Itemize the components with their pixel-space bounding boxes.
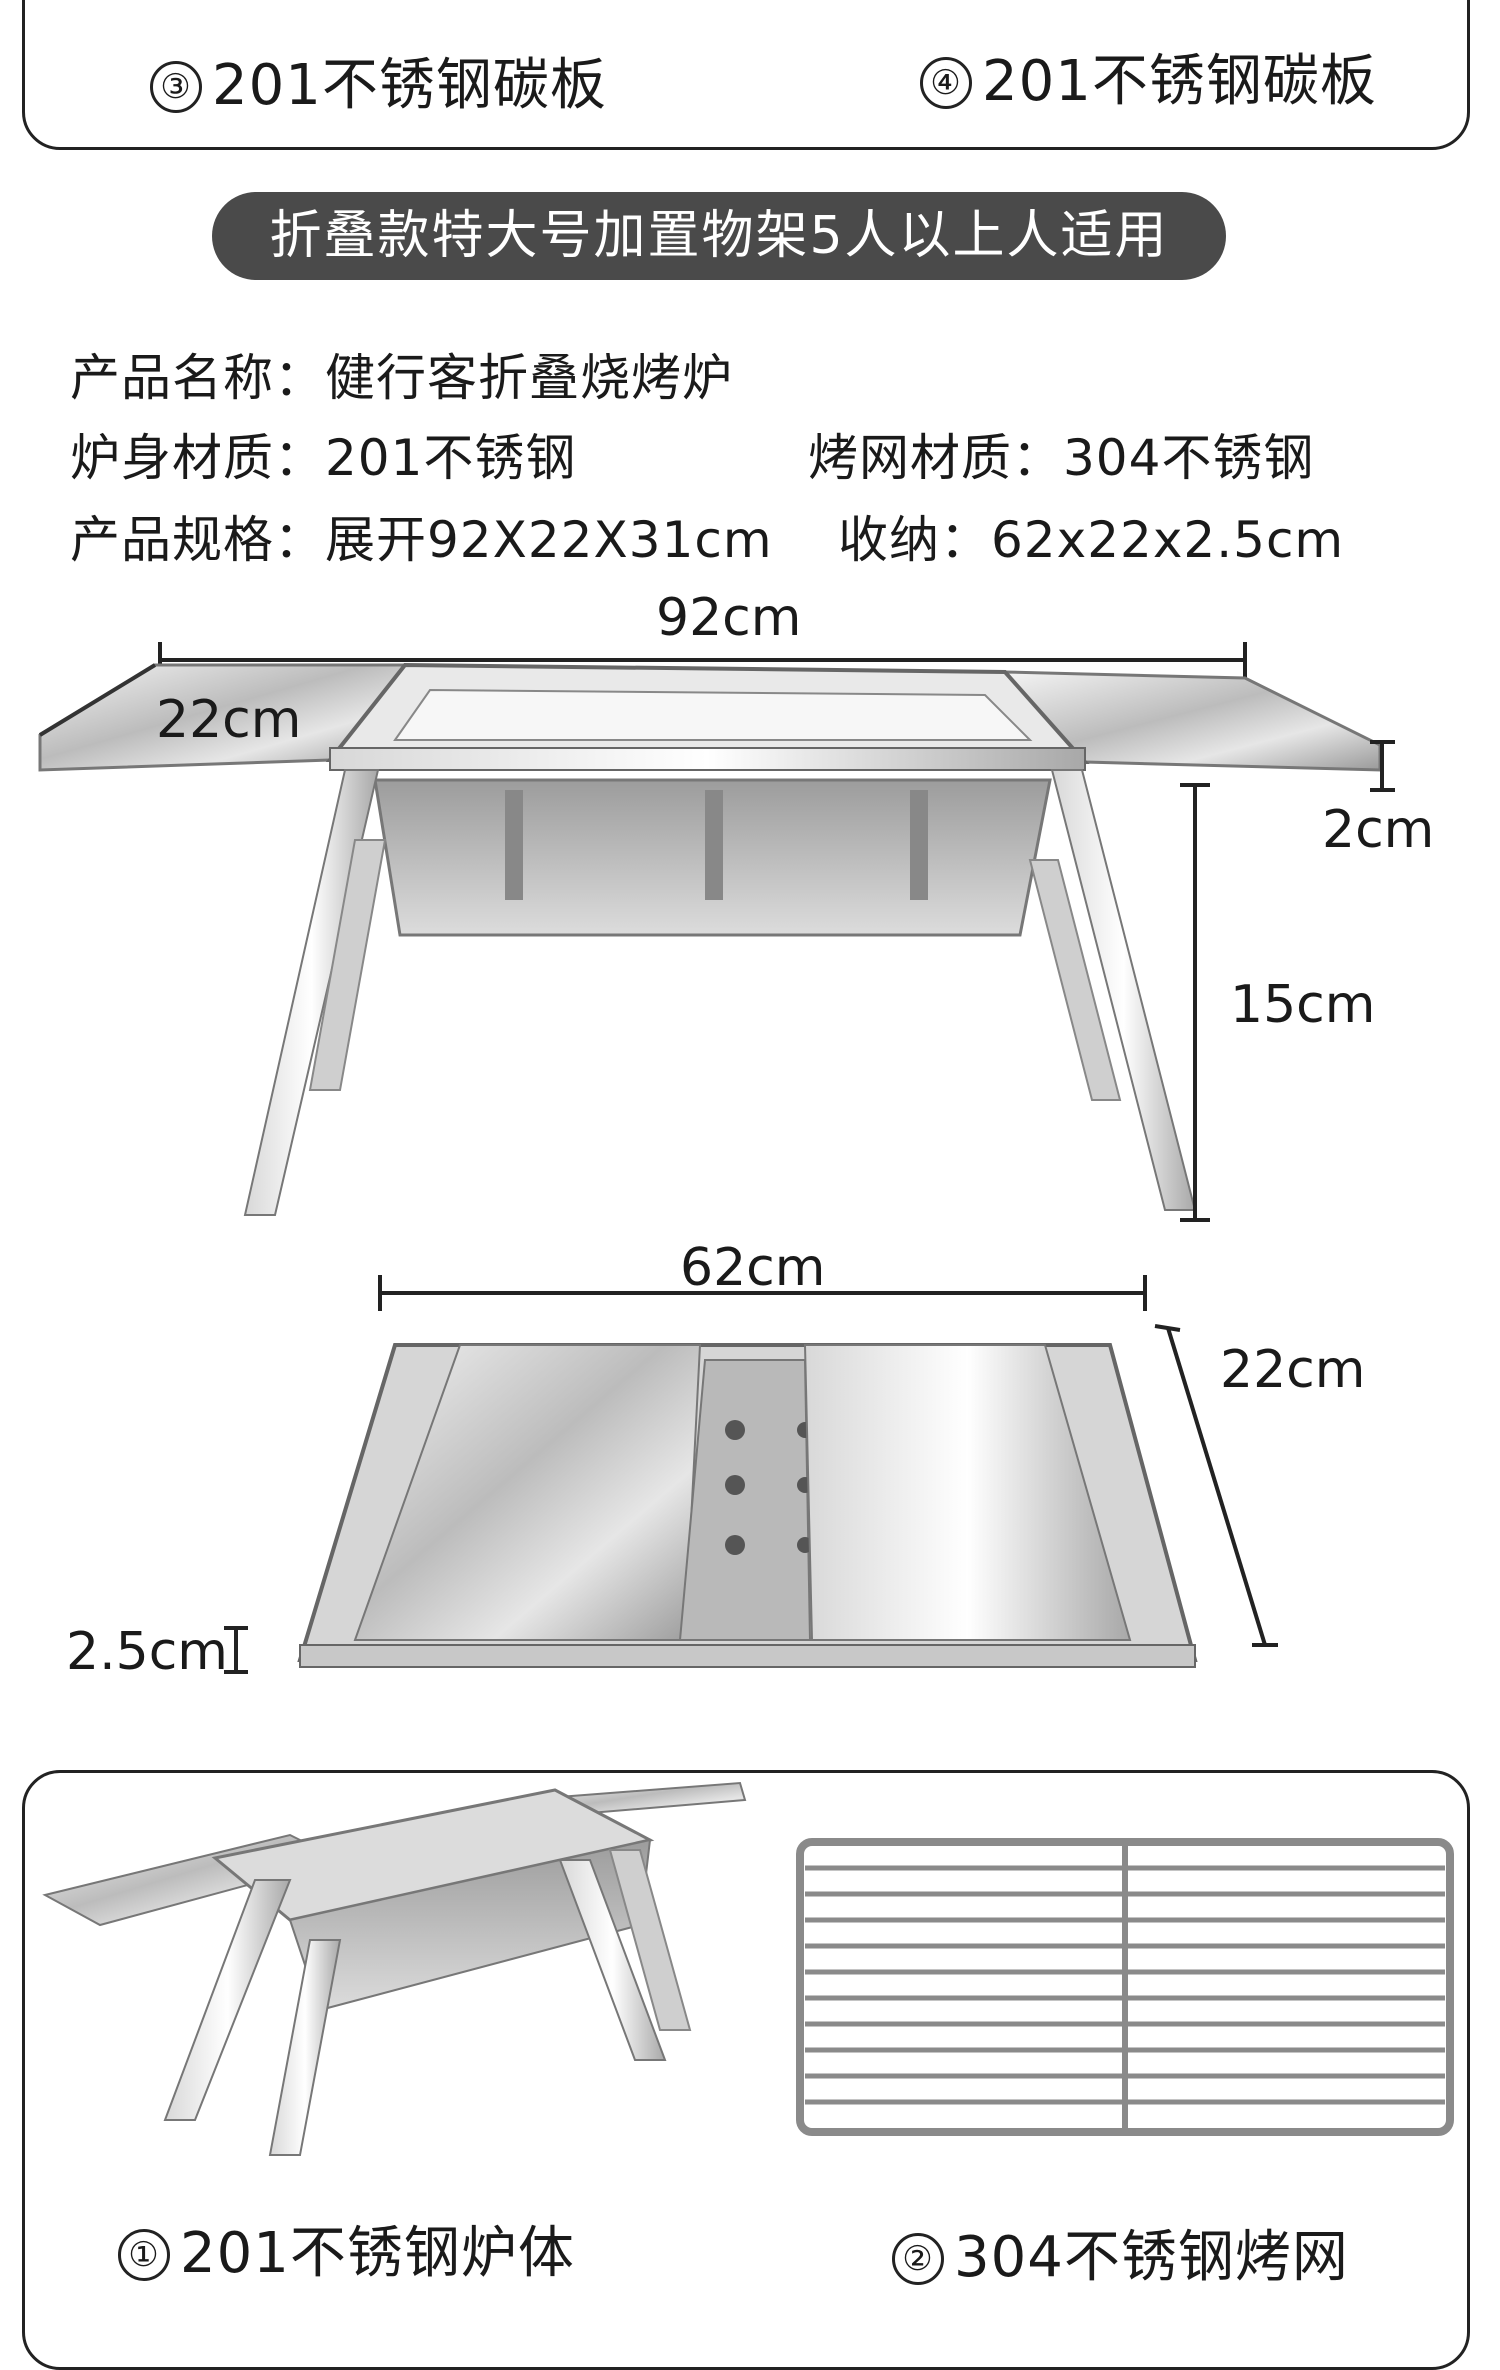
dim-tray-height: 2cm bbox=[1322, 800, 1435, 860]
part-number-4: ④ bbox=[920, 57, 972, 109]
part-number-3: ③ bbox=[150, 61, 202, 113]
spec-size: 产品规格：展开92X22X31cm bbox=[70, 511, 773, 569]
grill-net-image bbox=[796, 1838, 1454, 2136]
top-parts-card bbox=[22, 0, 1470, 150]
spec-product-name: 产品名称：健行客折叠烧烤炉 bbox=[70, 349, 733, 407]
spec-grill-material: 烤网材质：304不锈钢 bbox=[808, 429, 1315, 487]
grill-body-image bbox=[42, 1781, 747, 2156]
folded-grill-image bbox=[224, 1275, 1278, 1674]
dim-folded-length: 62cm bbox=[680, 1238, 826, 1298]
part-number-2: ② bbox=[892, 2233, 944, 2285]
product-banner: 折叠款特大号加置物架5人以上人适用 bbox=[212, 192, 1226, 280]
spec-storage: 收纳：62x22x2.5cm bbox=[838, 511, 1345, 569]
part-number-1: ① bbox=[118, 2229, 170, 2281]
dim-folded-depth: 22cm bbox=[1220, 1340, 1366, 1400]
dim-leg-height: 15cm bbox=[1230, 975, 1376, 1035]
dim-expanded-length: 92cm bbox=[656, 588, 802, 648]
expanded-grill-image bbox=[38, 642, 1395, 1222]
dim-expanded-depth: 22cm bbox=[156, 690, 302, 750]
product-illustrations bbox=[38, 642, 1454, 2156]
spec-body-material: 炉身材质：201不锈钢 bbox=[70, 429, 577, 487]
dim-folded-thickness: 2.5cm bbox=[66, 1622, 228, 1682]
